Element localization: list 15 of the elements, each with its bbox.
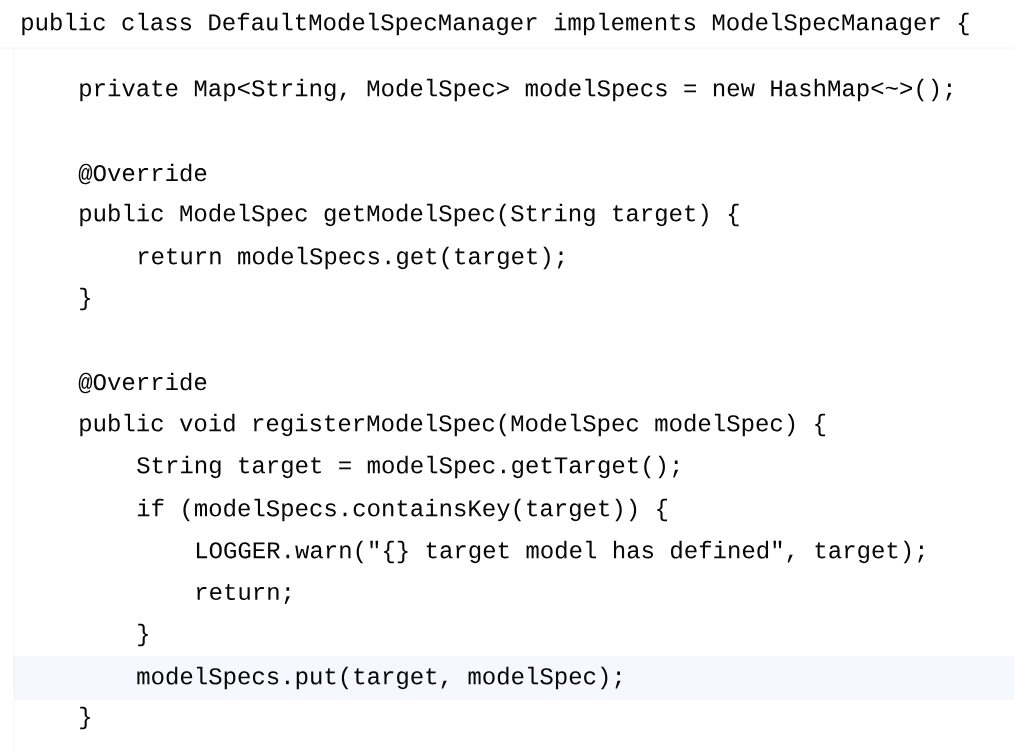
code-line: } <box>138 623 148 647</box>
code-line: if (modelSpecs.containsKey(target)) { <box>137 498 668 522</box>
code-line: @Override <box>78 163 207 185</box>
code-line: public class DefaultModelSpecManager implements ModelSpecManager { <box>22 12 969 36</box>
code-line: LOGGER.warn("{} target model has defined", target); <box>197 540 924 564</box>
code-line: modelSpecs.put(target, modelSpec); <box>137 666 621 690</box>
code-line: private Map<String, ModelSpec> modelSpecs = new HashMap<~>(); <box>80 78 952 102</box>
code-line: public void registerModelSpec(ModelSpec modelSpec) { <box>80 413 826 437</box>
code-line: public ModelSpec getModelSpec(String target) { <box>80 203 739 227</box>
code-line: @Override <box>78 372 207 394</box>
code-line: return modelSpecs.get(target); <box>139 246 563 270</box>
code-line: } <box>80 706 90 730</box>
code-line: } <box>80 287 90 311</box>
code-line: return; <box>197 583 290 605</box>
code-line: String target = modelSpec.getTarget(); <box>137 455 679 479</box>
